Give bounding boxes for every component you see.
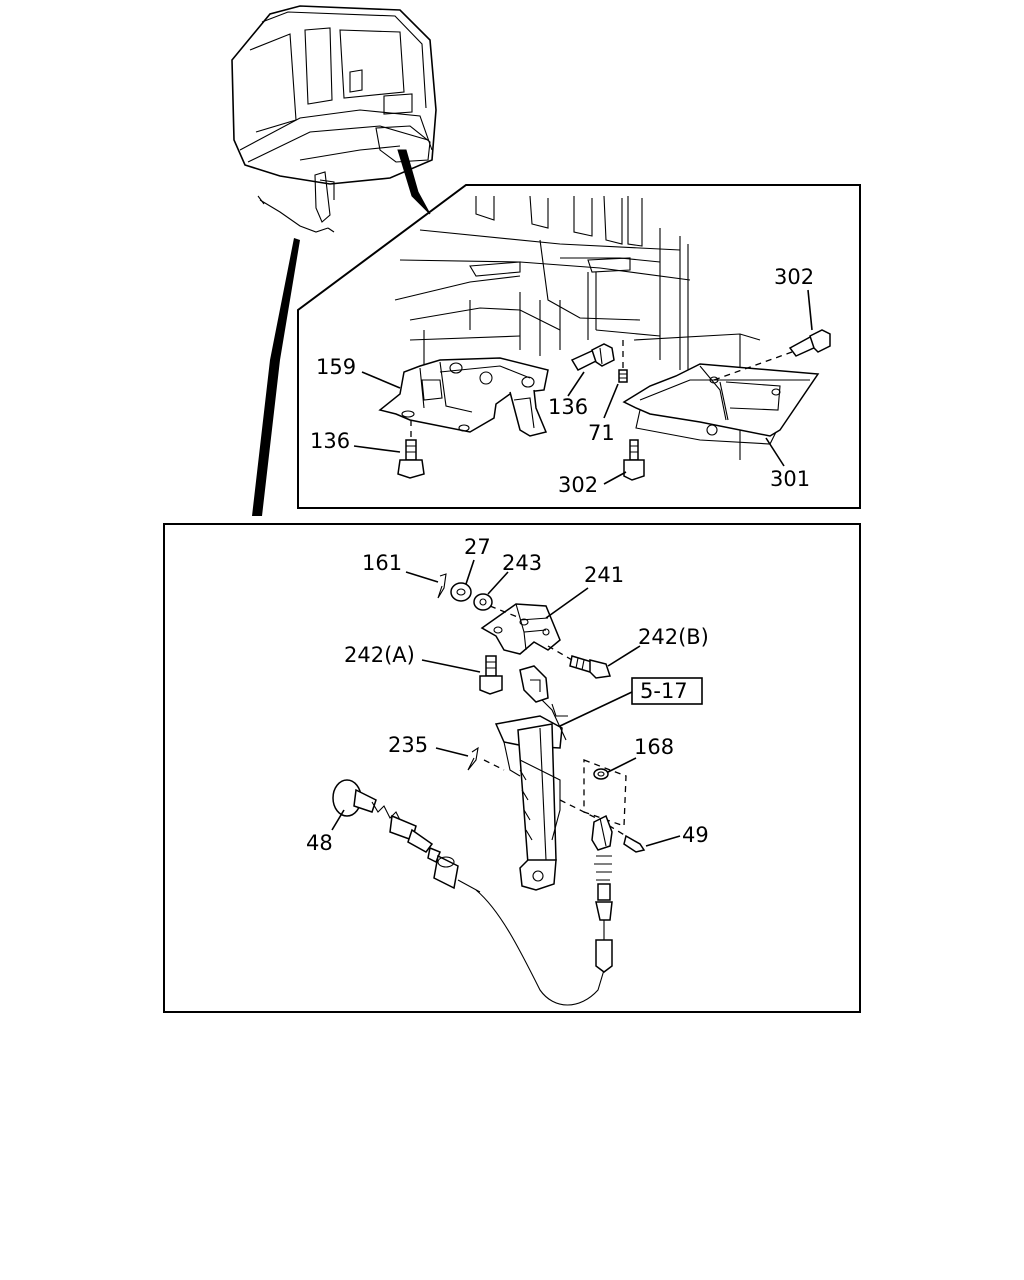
bracket-159 bbox=[378, 357, 549, 437]
clip-168 bbox=[583, 759, 627, 827]
leader-27 bbox=[465, 559, 475, 585]
knob-48-cable bbox=[332, 779, 605, 1006]
reference-box-5-17: 5-17 bbox=[631, 677, 703, 705]
clip-235 bbox=[467, 746, 505, 771]
callout-302-bottom: 302 bbox=[558, 473, 598, 497]
leader-5-17 bbox=[559, 691, 633, 727]
callout-48: 48 bbox=[306, 831, 333, 855]
callout-136-middle: 136 bbox=[548, 395, 588, 419]
bracket-241 bbox=[480, 603, 561, 655]
leader-136-middle bbox=[567, 371, 585, 397]
cable-end bbox=[591, 814, 613, 973]
callout-302-top: 302 bbox=[774, 265, 814, 289]
leader-235 bbox=[435, 747, 469, 757]
bolt-71 bbox=[618, 340, 628, 383]
callout-301: 301 bbox=[770, 467, 810, 491]
callout-159: 159 bbox=[316, 355, 356, 379]
leader-302-top bbox=[807, 289, 813, 331]
bolt-302-top bbox=[713, 329, 831, 381]
leader-241 bbox=[545, 587, 589, 619]
leader-302-bottom bbox=[603, 471, 627, 485]
bolt-242b bbox=[547, 645, 611, 679]
leader-242a bbox=[421, 659, 481, 673]
leader-48 bbox=[331, 809, 345, 831]
leader-71 bbox=[603, 383, 619, 419]
callout-27: 27 bbox=[464, 535, 491, 559]
upper-detail-panel: 302 159 136 71 136 302 301 bbox=[297, 184, 861, 509]
cab-overview bbox=[231, 5, 437, 516]
leader-136-left bbox=[353, 445, 401, 453]
callout-241: 241 bbox=[584, 563, 624, 587]
washer-243 bbox=[473, 593, 493, 611]
leader-243 bbox=[487, 571, 509, 595]
cover-301 bbox=[622, 363, 820, 445]
callout-243: 243 bbox=[502, 551, 542, 575]
bolt-242a bbox=[479, 655, 503, 695]
callout-242a: 242(A) bbox=[344, 643, 415, 667]
callout-168: 168 bbox=[634, 735, 674, 759]
leader-159 bbox=[361, 371, 401, 389]
lower-detail-panel: 5-17 161 27 243 241 242(B) 242(A) 235 16… bbox=[163, 523, 861, 1013]
callout-71: 71 bbox=[588, 421, 615, 445]
bolt-136-middle bbox=[570, 343, 615, 371]
leader-49 bbox=[645, 835, 681, 847]
callout-136-left: 136 bbox=[310, 429, 350, 453]
pin-161 bbox=[437, 573, 447, 599]
leader-168 bbox=[607, 757, 637, 773]
nut-27 bbox=[450, 582, 472, 602]
bolt-136-left bbox=[397, 420, 425, 479]
bolt-302-bottom bbox=[623, 439, 645, 481]
callout-235: 235 bbox=[388, 733, 428, 757]
leader-242b bbox=[607, 645, 641, 667]
callout-5-17: 5-17 bbox=[640, 679, 688, 703]
callout-49: 49 bbox=[682, 823, 709, 847]
callout-242b: 242(B) bbox=[638, 625, 709, 649]
callout-161: 161 bbox=[362, 551, 402, 575]
leader-301 bbox=[765, 437, 785, 467]
leader-161 bbox=[405, 571, 439, 583]
lever-assembly bbox=[494, 665, 568, 891]
